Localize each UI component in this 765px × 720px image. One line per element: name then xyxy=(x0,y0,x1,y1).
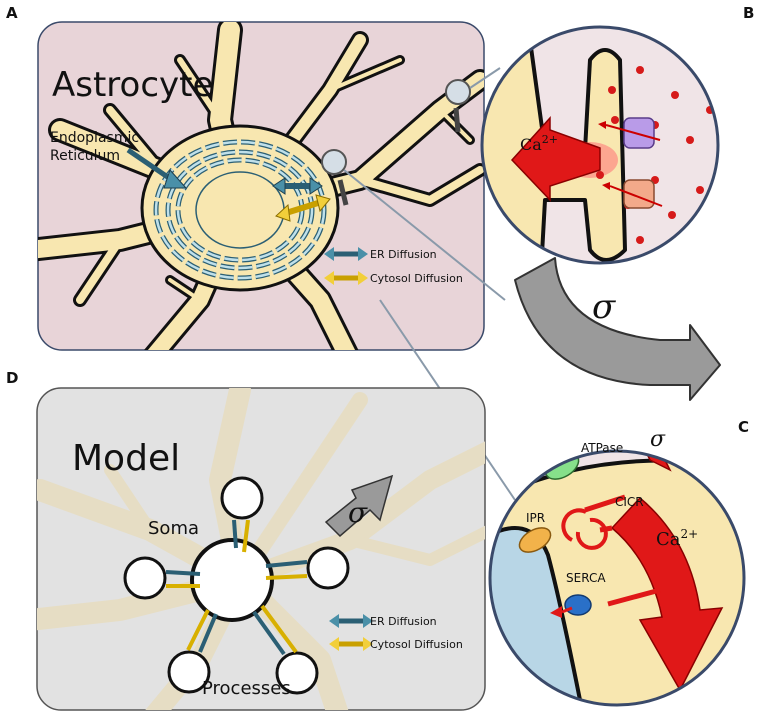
panel-a: A xyxy=(6,4,485,351)
panel-letter-d: D xyxy=(6,369,18,387)
model-sigma-arrow: σ xyxy=(324,474,394,538)
er-label-line2: Reticulum xyxy=(50,148,120,164)
calcium-flux-arrow xyxy=(510,116,601,202)
legend-cytosol-label: Cytosol Diffusion xyxy=(370,272,463,285)
er-label-line1: Endoplasmic xyxy=(50,130,139,146)
model-title: Model xyxy=(72,438,180,479)
cicr-cycle xyxy=(561,508,608,550)
inset-b-ca-superscript: 2+ xyxy=(542,133,558,146)
cicr-label: CICR xyxy=(615,495,644,509)
inset-b-ca-base: Ca xyxy=(520,135,542,154)
cytosol-arrow-right xyxy=(265,574,308,580)
process-compartment-left xyxy=(123,556,167,600)
inset-b-border xyxy=(480,25,720,265)
serca-label: SERCA xyxy=(566,571,606,585)
inset-b-ca-label: Ca2+ xyxy=(520,133,558,154)
process-compartment-bottom-left xyxy=(167,650,211,694)
process-compartment-top xyxy=(220,476,264,520)
panel-letter-c: C xyxy=(738,418,749,436)
sigma-transfer-arrow: σ xyxy=(514,257,721,401)
panel-c: C xyxy=(488,418,749,707)
legend-er-swatch xyxy=(324,247,368,261)
er-label-pointer-arrow xyxy=(126,147,188,189)
ipr-label: IPR xyxy=(526,511,545,525)
model-compartments xyxy=(123,476,350,695)
cytosol-arrow-top xyxy=(242,519,250,553)
er-arrow-left xyxy=(165,570,201,576)
magnifier-marker-1 xyxy=(321,149,349,206)
er-diffusion-arrow-soma xyxy=(272,177,323,195)
er-arrow-bottom-left xyxy=(198,613,218,653)
atpase-label: ATPase xyxy=(581,441,623,455)
sigma-inset-label: σ xyxy=(650,427,666,452)
inset-c-ca-base: Ca xyxy=(656,529,681,550)
model-legend-er-swatch xyxy=(329,614,373,628)
model-sigma-label: σ xyxy=(348,496,368,529)
model-legend-cytosol-label: Cytosol Diffusion xyxy=(370,638,463,651)
astrocyte-title: Astrocyte xyxy=(52,65,213,105)
magnifier-marker-2 xyxy=(445,79,471,133)
inset-c-border xyxy=(488,449,746,707)
inset-c-ca-label: Ca2+ xyxy=(656,527,698,550)
calcium-channel-purple xyxy=(598,117,661,149)
nucleus xyxy=(195,171,285,249)
inset-c-ca-superscript: 2+ xyxy=(681,527,699,541)
legend-er-label: ER Diffusion xyxy=(370,248,437,261)
er-arrow-top xyxy=(232,519,238,549)
model-legend: ER Diffusion Cytosol Diffusion xyxy=(329,614,463,651)
astrocyte-legend: ER Diffusion Cytosol Diffusion xyxy=(324,247,463,285)
soma-compartment xyxy=(190,538,274,622)
processes-label: Processes xyxy=(202,678,291,699)
er-arrow-right xyxy=(265,560,308,568)
ipr-channel xyxy=(518,527,552,553)
sigma-big-label: σ xyxy=(592,287,616,327)
er-arrow-bottom-right xyxy=(252,610,286,656)
model-legend-er-label: ER Diffusion xyxy=(370,615,437,628)
calcium-channel-orange xyxy=(602,179,663,209)
model-legend-cytosol-swatch xyxy=(329,637,373,651)
model-diffusion-arrows xyxy=(165,519,308,656)
panel-d: D Model xyxy=(6,369,486,711)
astrocyte-cell-drawing xyxy=(38,22,484,350)
serca-pump xyxy=(550,594,592,618)
cytosol-arrow-bottom-right xyxy=(260,604,298,654)
process-compartment-right xyxy=(306,546,350,590)
cytosol-diffusion-arrow-soma xyxy=(275,194,331,222)
cytosol-arrow-bottom-left xyxy=(186,609,210,651)
panel-b: B xyxy=(480,4,754,265)
soma-label: Soma xyxy=(148,518,199,539)
process-compartment-bottom-right xyxy=(275,651,319,695)
legend-cytosol-swatch xyxy=(324,271,368,285)
panel-letter-a: A xyxy=(6,4,18,22)
panel-letter-b: B xyxy=(743,4,754,22)
